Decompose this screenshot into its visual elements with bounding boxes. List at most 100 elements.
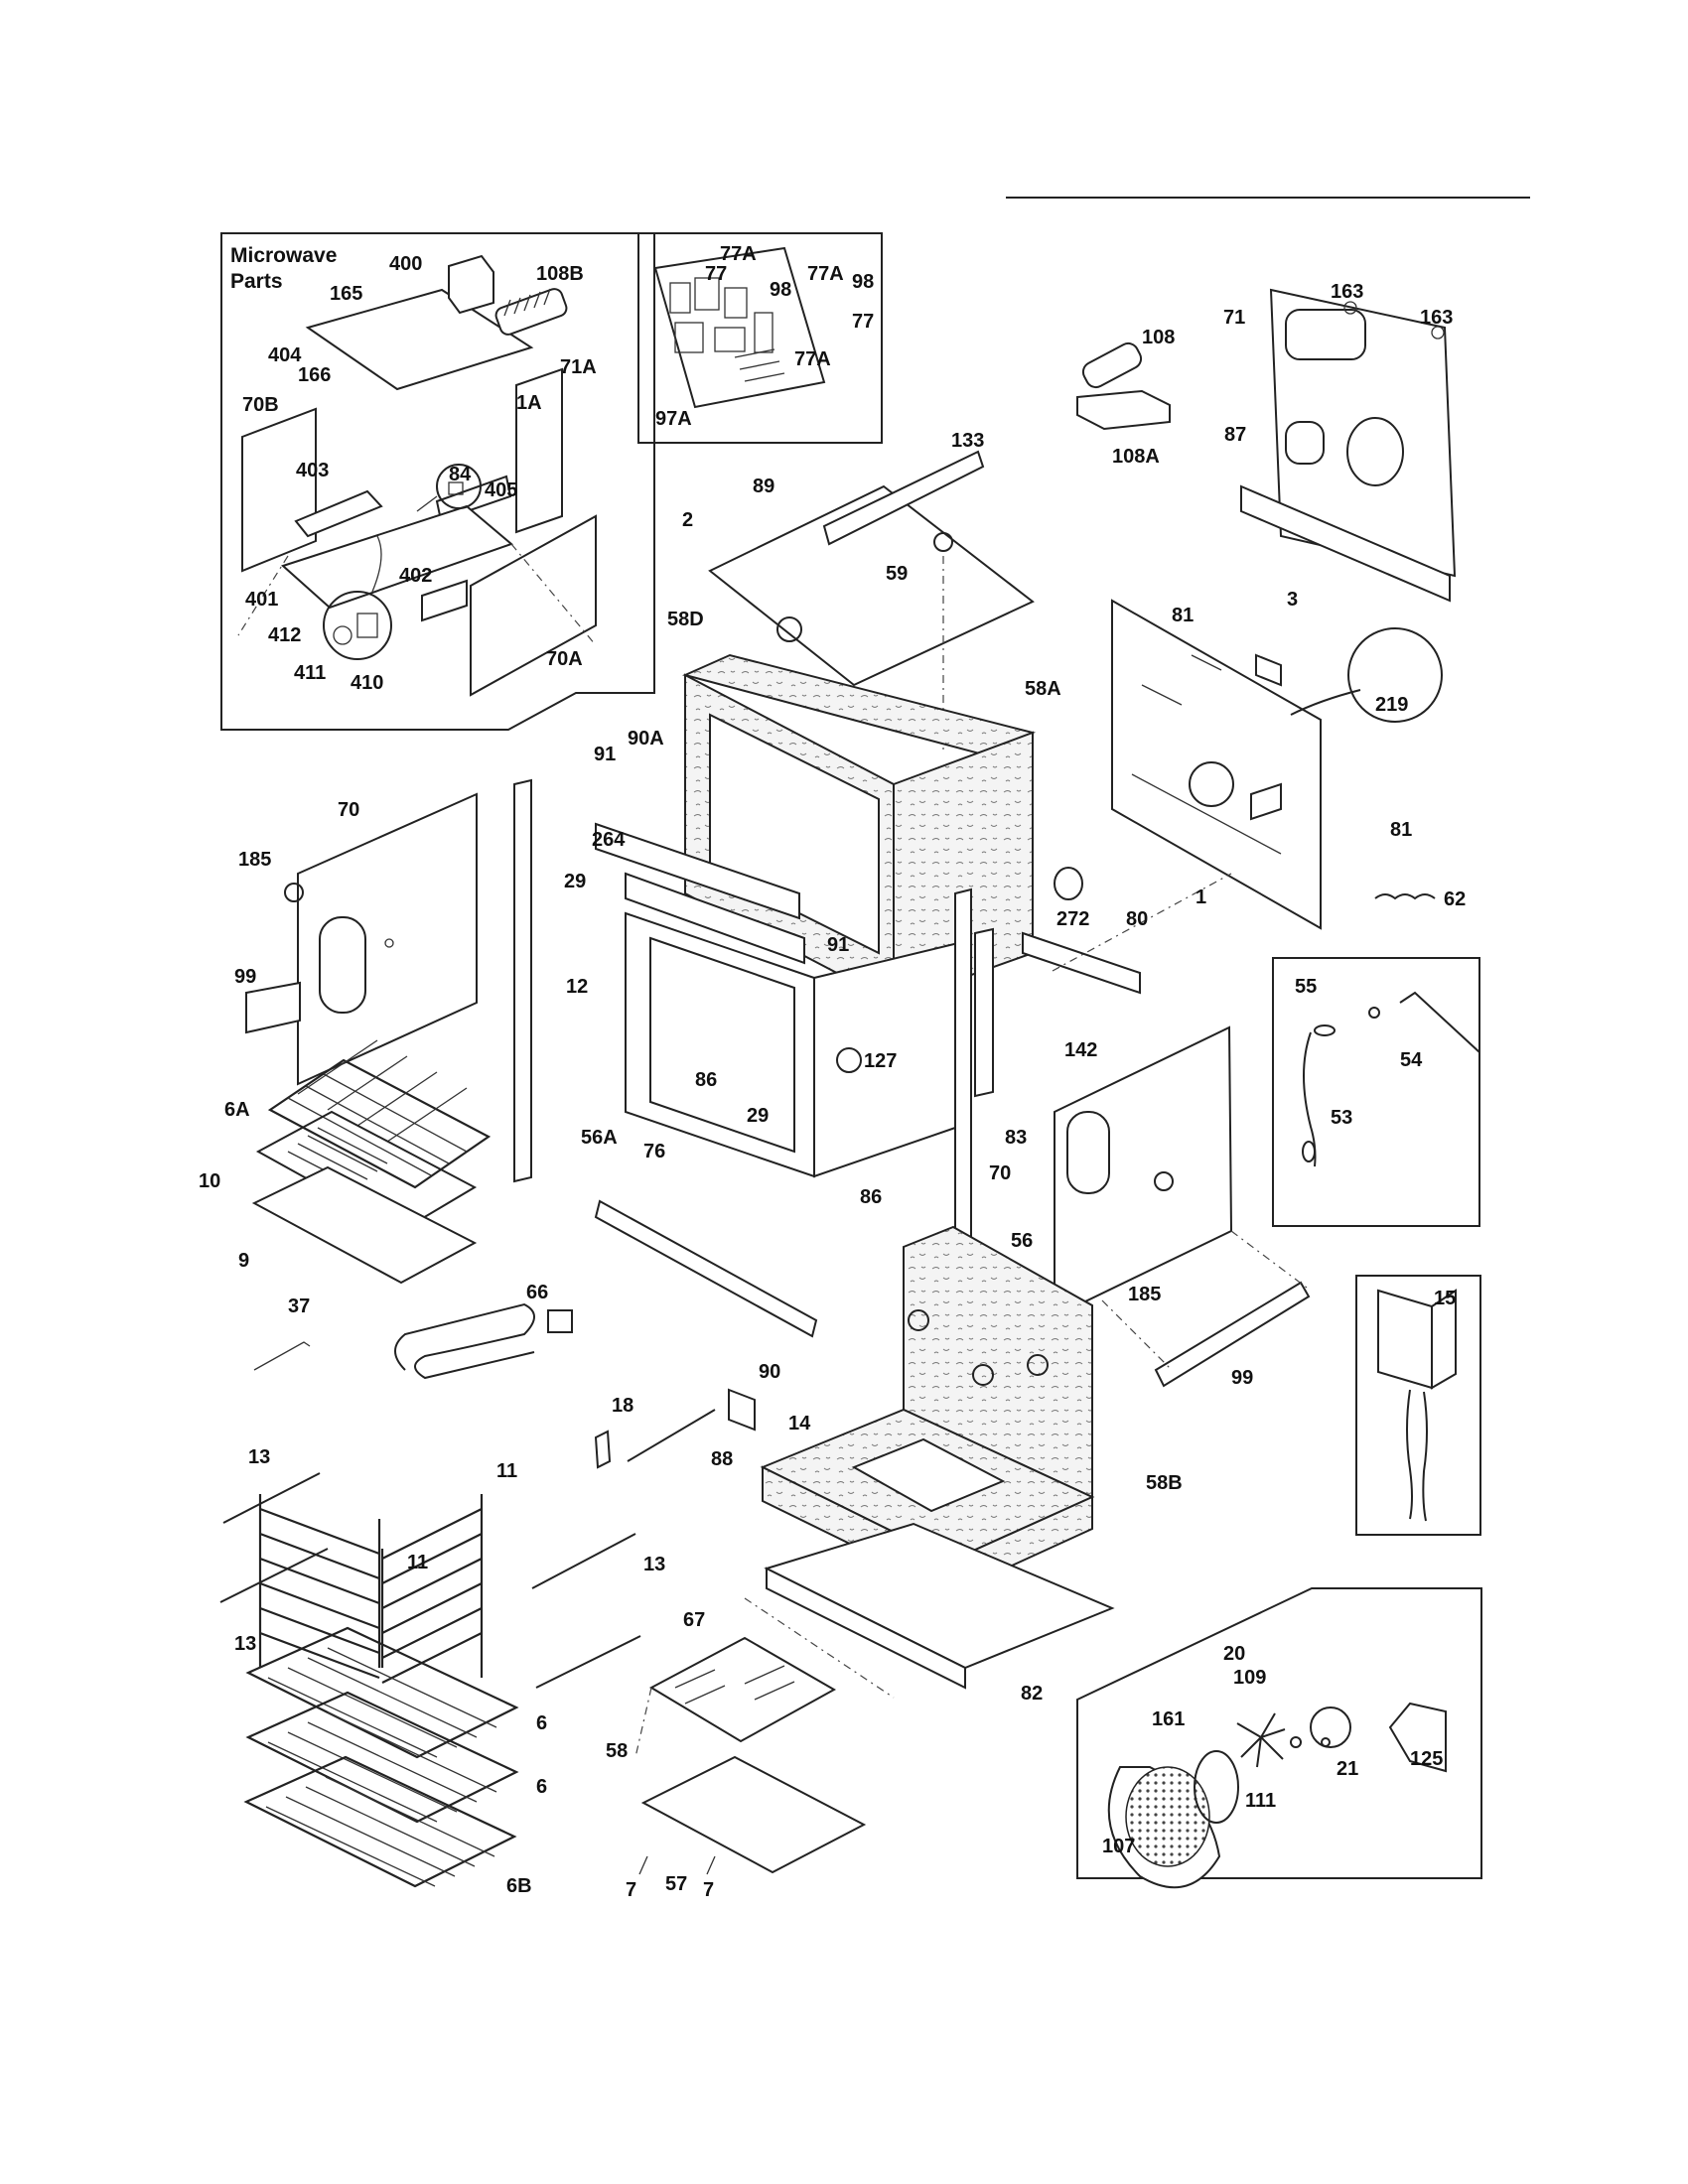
callout-90A: 90A	[628, 728, 664, 750]
callout-13-b: 13	[234, 1633, 256, 1655]
callout-6A: 6A	[224, 1099, 250, 1121]
callout-12: 12	[566, 976, 588, 998]
callout-11-a: 11	[407, 1552, 428, 1573]
callout-11-b: 11	[496, 1460, 517, 1482]
callout-272: 272	[1056, 908, 1089, 930]
callout-412: 412	[268, 624, 301, 646]
side-rails: 56A 56	[513, 778, 1033, 1277]
callout-142: 142	[1064, 1039, 1097, 1061]
callout-165: 165	[330, 283, 362, 305]
callout-111: 111	[1245, 1790, 1276, 1812]
callout-58D: 58D	[667, 609, 704, 630]
callout-13-c: 13	[643, 1554, 665, 1575]
callout-70-b: 70	[989, 1162, 1011, 1184]
callout-77-a: 77	[705, 263, 727, 285]
callout-1A: 1A	[516, 392, 542, 414]
callout-411: 411	[294, 662, 326, 684]
callout-77A-b: 77A	[807, 263, 844, 285]
callout-91-a: 91	[594, 744, 616, 765]
callout-133: 133	[951, 430, 984, 452]
broiler-and-elements: 6A 10 9 37 66 90 18 14 88	[199, 1039, 818, 1470]
probe-inset: 55 54 53	[1272, 957, 1480, 1227]
callout-20: 20	[1223, 1643, 1245, 1665]
callout-401: 401	[245, 589, 278, 611]
racks: 13 11 13 11 13 6 6 6B	[219, 1446, 665, 1897]
callout-1: 1	[1196, 887, 1206, 908]
callout-71: 71	[1223, 307, 1245, 329]
callout-55: 55	[1295, 976, 1317, 998]
callout-166: 166	[298, 364, 331, 386]
callout-7-a: 7	[626, 1879, 636, 1901]
callout-66: 66	[526, 1282, 548, 1303]
callout-21: 21	[1336, 1758, 1358, 1780]
callout-58B: 58B	[1146, 1472, 1183, 1494]
callout-7-b: 7	[703, 1879, 714, 1901]
callout-3: 3	[1287, 589, 1298, 611]
callout-29-b: 29	[747, 1105, 769, 1127]
callout-108: 108	[1142, 327, 1175, 348]
callout-15: 15	[1434, 1288, 1456, 1309]
callout-53: 53	[1331, 1107, 1352, 1129]
callout-6-a: 6	[536, 1712, 547, 1734]
microwave-parts-inset: Microwave Parts 400 108B	[220, 232, 655, 731]
callout-89: 89	[753, 476, 774, 497]
callout-76: 76	[643, 1141, 665, 1162]
callout-83: 83	[1005, 1127, 1027, 1149]
callout-67: 67	[683, 1609, 705, 1631]
callout-264: 264	[592, 829, 626, 851]
callout-29-a: 29	[564, 871, 586, 892]
callout-410: 410	[351, 672, 383, 694]
microwave-title-line2: Parts	[230, 270, 283, 293]
callout-108A: 108A	[1112, 446, 1160, 468]
callout-91-b: 91	[827, 934, 849, 956]
callout-2: 2	[682, 509, 693, 531]
callout-70-a: 70	[338, 799, 359, 821]
callout-70A: 70A	[546, 648, 583, 670]
module-inset: 15	[1355, 1275, 1481, 1536]
oven-cavity-group: 133 89 2 59 58D 58A 81 3 219 81 62 1 80 …	[564, 430, 1466, 1208]
control-board-inset: 77A 77 98 77A 98 77 77A 97A	[637, 232, 883, 444]
callout-58A: 58A	[1025, 678, 1061, 700]
callout-404: 404	[268, 344, 302, 366]
callout-97A: 97A	[655, 408, 692, 430]
callout-81-b: 81	[1390, 819, 1412, 841]
callout-125: 125	[1410, 1748, 1443, 1770]
callout-98-b: 98	[852, 271, 874, 293]
callout-185-b: 185	[1128, 1284, 1161, 1305]
convection-fan-inset: 20 109 161 21 125 111 107	[1076, 1587, 1482, 1889]
callout-71A: 71A	[560, 356, 597, 378]
callout-127: 127	[864, 1050, 897, 1072]
callout-86-a: 86	[695, 1069, 717, 1091]
callout-161: 161	[1152, 1708, 1185, 1730]
callout-6-b: 6	[536, 1776, 547, 1798]
right-side-panel: 70 185 99	[989, 1025, 1312, 1389]
callout-9: 9	[238, 1250, 249, 1272]
microwave-title-line1: Microwave	[230, 244, 337, 267]
rear-panel-group: 163 163 71 108 108A 87	[1076, 281, 1457, 603]
callout-84: 84	[449, 464, 472, 485]
callout-107: 107	[1102, 1836, 1135, 1857]
callout-81-a: 81	[1172, 605, 1194, 626]
callout-402: 402	[399, 565, 432, 587]
callout-405: 405	[485, 479, 517, 501]
callout-88: 88	[711, 1448, 733, 1470]
callout-62: 62	[1444, 888, 1466, 910]
callout-56A: 56A	[581, 1127, 618, 1149]
callout-99-b: 99	[1231, 1367, 1253, 1389]
callout-13-a: 13	[248, 1446, 270, 1468]
callout-18: 18	[612, 1395, 633, 1417]
callout-82: 82	[1021, 1683, 1043, 1705]
callout-109: 109	[1233, 1667, 1266, 1689]
callout-400: 400	[389, 253, 422, 275]
callout-163-a: 163	[1331, 281, 1363, 303]
callout-14: 14	[788, 1413, 811, 1434]
callout-58: 58	[606, 1740, 628, 1762]
left-side-panel: 70 185 99	[234, 792, 478, 1086]
callout-6B: 6B	[506, 1875, 532, 1897]
callout-99-a: 99	[234, 966, 256, 988]
callout-77A-a: 77A	[720, 243, 757, 265]
callout-37: 37	[288, 1296, 310, 1317]
callout-86-b: 86	[860, 1186, 882, 1208]
callout-163-b: 163	[1420, 307, 1453, 329]
callout-54: 54	[1400, 1049, 1423, 1071]
